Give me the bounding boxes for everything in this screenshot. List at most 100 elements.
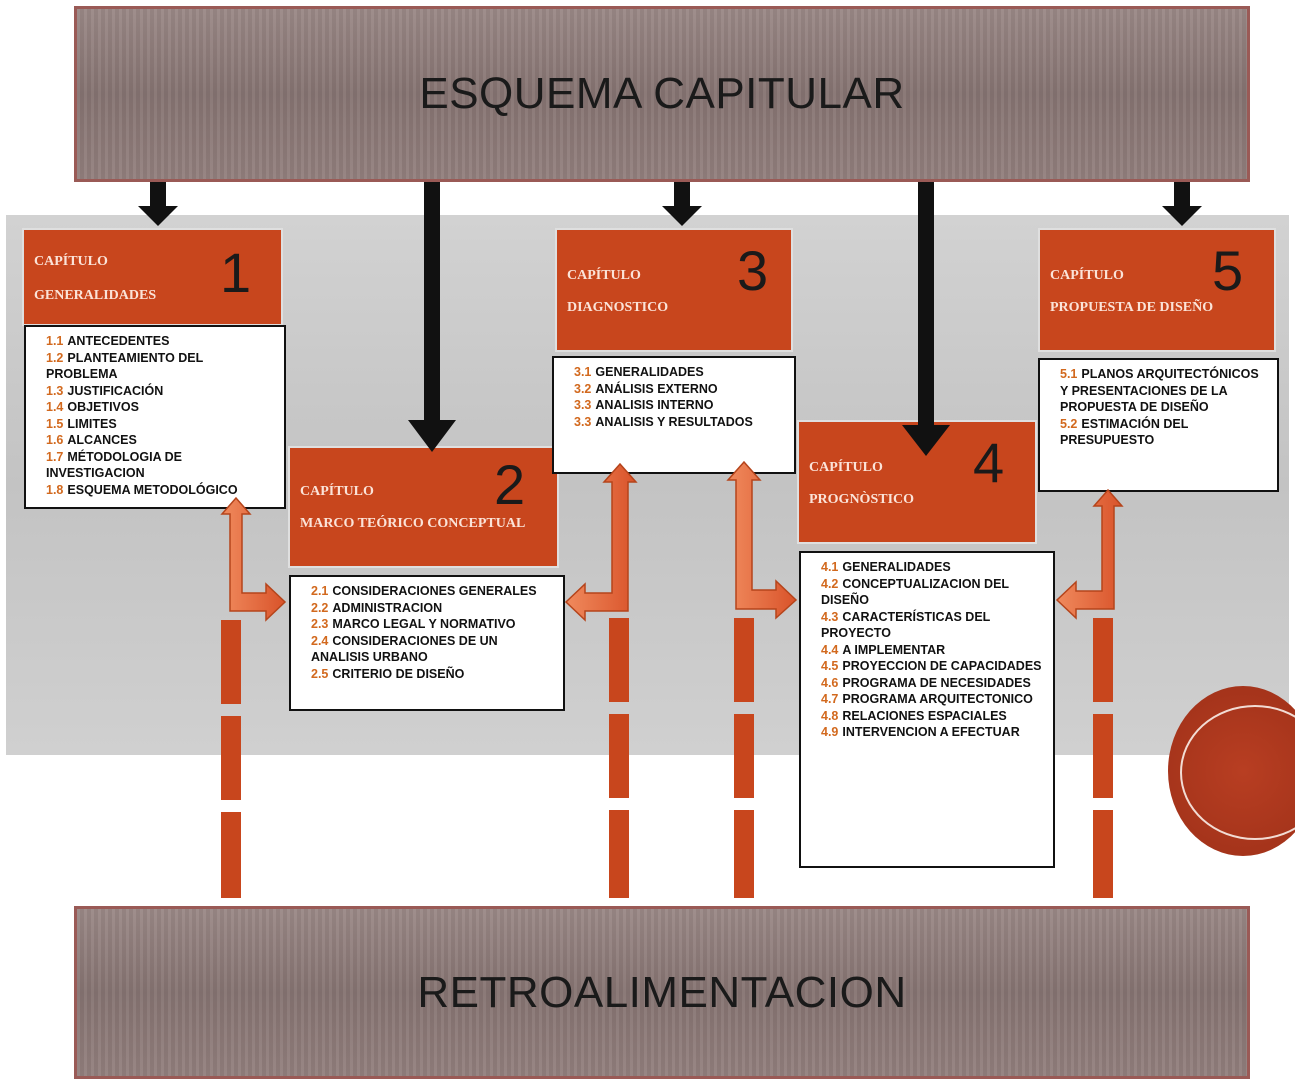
down-arrow-ch3 [662, 182, 702, 226]
item-text: PROGRAMA ARQUITECTONICO [842, 692, 1033, 706]
item-number: 1.7 [46, 449, 64, 464]
chapter-label: CAPÍTULO [809, 460, 883, 475]
chapter-name: PROGNÒSTICO [809, 492, 915, 507]
footer-banner: RETROALIMENTACION [74, 906, 1250, 1079]
item-text: ALCANCES [67, 433, 137, 447]
chapter-label: CAPÍTULO [567, 268, 641, 283]
item-text: RELACIONES ESPACIALES [842, 708, 1007, 723]
item-text: CARACTERÍSTICAS DEL PROYECTO [821, 609, 991, 641]
item-text: ANTECEDENTES [67, 334, 170, 348]
item-number: 2.3 [311, 617, 329, 631]
item-number: 4.4 [821, 642, 839, 657]
dash-col3b [734, 810, 754, 898]
item-text: ANALISIS Y RESULTADOS [595, 414, 753, 429]
down-arrow-ch5 [1162, 182, 1202, 226]
item-number: 4.7 [821, 692, 839, 706]
item-number: 4.6 [821, 675, 839, 690]
chapter-number: 3 [737, 239, 769, 302]
item-number: 1.2 [46, 350, 64, 365]
item-text: CONSIDERACIONES DE UN ANALISIS URBANO [311, 633, 498, 665]
chapter-name: GENERALIDADES [34, 288, 157, 303]
item-text: CONSIDERACIONES GENERALES [332, 584, 537, 598]
chapter-number: 2 [494, 453, 526, 516]
feedback-arrow-1-2 [220, 496, 287, 622]
item-text: ANÁLISIS EXTERNO [595, 381, 718, 396]
item-number: 1.4 [46, 400, 64, 414]
item-number: 4.1 [821, 560, 839, 574]
dash-col3a [609, 810, 629, 898]
item-text: JUSTIFICACIÓN [67, 383, 164, 398]
item-number: 4.2 [821, 576, 839, 591]
item-text: PLANOS ARQUITECTÓNICOS Y PRESENTACIONES … [1060, 367, 1259, 414]
item-text: PROYECCION DE CAPACIDADES [842, 659, 1042, 673]
dash-col1 [221, 812, 241, 898]
item-number: 2.1 [311, 584, 329, 598]
chapter-number: 4 [973, 431, 1005, 494]
item-number: 1.1 [46, 334, 64, 348]
header-banner: ESQUEMA CAPITULAR [74, 6, 1250, 182]
dash-col3a [609, 618, 629, 702]
chapter-name: PROPUESTA DE DISEÑO [1050, 300, 1214, 315]
dash-col3a [609, 714, 629, 798]
item-text: ADMINISTRACION [332, 600, 443, 615]
feedback-arrow-3-4 [726, 460, 798, 620]
footer-title: RETROALIMENTACION [417, 967, 907, 1017]
item-text: ESTIMACIÓN DEL PRESUPUESTO [1060, 416, 1189, 448]
feedback-arrow-3-2 [564, 462, 638, 622]
item-number: 4.3 [821, 609, 839, 624]
chapter-2-header: CAPÍTULO MARCO TEÓRICO CONCEPTUAL 2 [288, 446, 559, 568]
item-number: 4.5 [821, 659, 839, 673]
chapter-name: MARCO TEÓRICO CONCEPTUAL [300, 516, 526, 531]
chapter-1-header: CAPÍTULO GENERALIDADES 1 [22, 228, 283, 326]
item-text: ESQUEMA METODOLÓGICO [67, 482, 238, 497]
item-text: CONCEPTUALIZACION DEL DISEÑO [821, 576, 1009, 608]
chapter-number: 5 [1212, 239, 1244, 302]
chapter-name: DIAGNOSTICO [567, 300, 669, 315]
dash-col5 [1093, 714, 1113, 798]
item-number: 1.5 [46, 416, 64, 431]
dash-col1 [221, 716, 241, 800]
down-arrow-ch2 [408, 182, 456, 452]
feedback-arrow-5-4 [1055, 488, 1124, 620]
item-text: GENERALIDADES [842, 560, 951, 574]
dash-col1 [221, 620, 241, 704]
item-text: OBJETIVOS [67, 400, 139, 414]
header-title: ESQUEMA CAPITULAR [419, 69, 905, 118]
chapter-3-header: CAPÍTULO DIAGNOSTICO 3 [555, 228, 793, 352]
down-arrow-ch1 [138, 182, 178, 226]
item-number: 1.8 [46, 482, 64, 497]
item-text: PROGRAMA DE NECESIDADES [842, 675, 1031, 690]
item-number: 2.2 [311, 600, 329, 615]
chapter-label: CAPÍTULO [1050, 268, 1124, 283]
item-text: GENERALIDADES [595, 365, 704, 379]
item-text: MÉTODOLOGIA DE INVESTIGACION [46, 449, 182, 481]
item-text: PLANTEAMIENTO DEL PROBLEMA [46, 350, 204, 382]
item-number: 2.5 [311, 666, 329, 681]
chapter-label: CAPÍTULO [300, 484, 374, 499]
